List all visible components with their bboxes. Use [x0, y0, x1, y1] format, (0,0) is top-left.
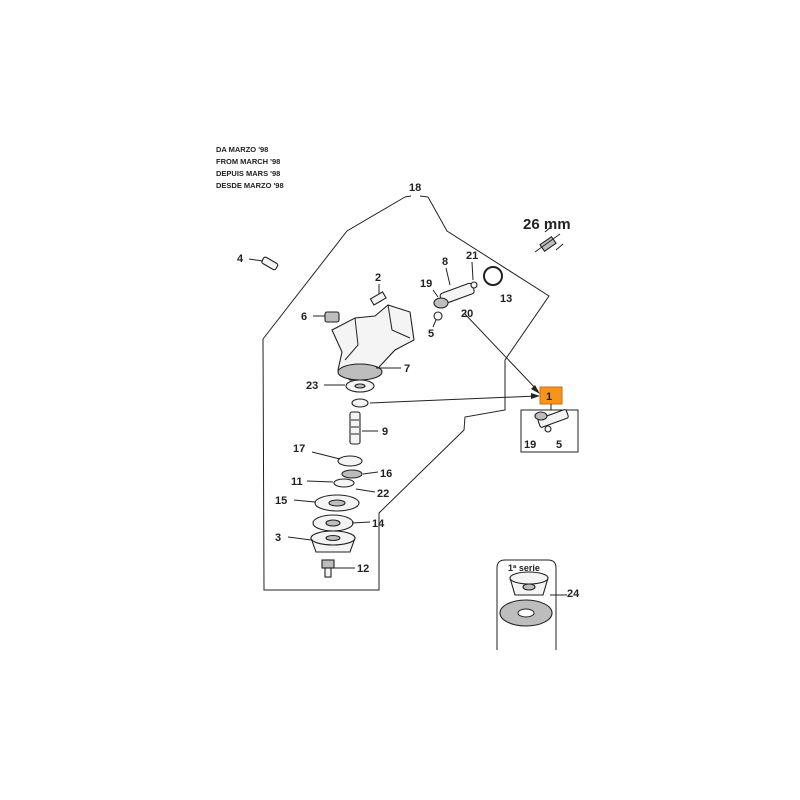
part-15-hub	[328, 499, 346, 507]
leader-17	[311, 451, 341, 460]
part-13-circlip	[483, 266, 503, 286]
label-14: 14	[372, 518, 385, 530]
part-19-gear	[433, 297, 449, 309]
wrench-flats	[544, 225, 564, 251]
leader-11	[306, 480, 334, 483]
label-13: 13	[500, 293, 512, 305]
arrow-to-part1-a	[463, 312, 539, 392]
part-9-output-shaft	[349, 411, 361, 445]
label-7: 7	[404, 363, 410, 375]
label-5b: 5	[556, 439, 562, 451]
date-note-fr: DEPUIS MARS '98	[216, 169, 281, 178]
label-9: 9	[382, 426, 388, 438]
arrowhead-a	[531, 385, 540, 394]
leader-14	[351, 521, 371, 524]
part-3-hub	[325, 534, 341, 542]
housing-edges	[344, 304, 411, 361]
label-18: 18	[409, 182, 421, 194]
assembly-18-outline	[262, 196, 550, 591]
part-21-ring	[470, 281, 478, 289]
inset-shaft	[537, 409, 569, 428]
label-22: 22	[377, 488, 389, 500]
leader-19	[432, 289, 439, 298]
part-16-ring	[341, 469, 363, 479]
part-14-hub	[325, 519, 341, 527]
label-4: 4	[237, 253, 244, 265]
label-21: 21	[466, 250, 478, 262]
label-17: 17	[293, 443, 305, 455]
part-4-screw	[261, 256, 279, 271]
label-3: 3	[275, 532, 281, 544]
label-19b: 19	[524, 439, 536, 451]
date-note-es: DESDE MARZO '98	[216, 181, 284, 190]
part-6-plug	[324, 311, 340, 323]
part-17-bearing	[337, 455, 363, 467]
label-15: 15	[275, 495, 287, 507]
label-24: 24	[567, 588, 580, 600]
label-23: 23	[306, 380, 318, 392]
inset-clip-mask	[490, 650, 570, 670]
label-11: 11	[291, 476, 303, 488]
first-series-label: 1ª serie	[508, 563, 540, 573]
part-24-hub	[522, 583, 536, 591]
label-12: 12	[357, 563, 369, 575]
label-5: 5	[428, 328, 434, 340]
part-12-bolt-head	[321, 559, 335, 569]
leader-5	[432, 319, 437, 328]
leader-21	[471, 261, 474, 281]
part-5-bearing	[433, 311, 443, 321]
part-24-rim	[509, 571, 549, 585]
date-note-it: DA MARZO '98	[216, 145, 269, 154]
first-series-inset-box	[496, 559, 557, 650]
arrow-to-part1-b	[369, 395, 538, 404]
part-25-center	[517, 608, 535, 618]
arrowhead-b	[531, 393, 540, 399]
label-20: 20	[461, 308, 473, 320]
wrench-shaft	[534, 233, 561, 253]
label-19: 19	[420, 278, 432, 290]
leader-4	[248, 258, 264, 262]
date-note-en: FROM MARCH '98	[216, 157, 281, 166]
label-1: 1	[546, 391, 552, 403]
wrench-size-label: 26 mm	[523, 216, 571, 233]
leader-22	[355, 488, 376, 493]
label-6: 6	[301, 311, 307, 323]
inset-gear	[534, 411, 548, 421]
leader-3	[287, 536, 312, 541]
leader-15	[293, 499, 316, 503]
part-23-inner	[354, 383, 366, 389]
inset-bearing	[544, 425, 552, 433]
part-12-bolt-shank	[324, 567, 332, 578]
leader-18-b	[419, 195, 429, 198]
leader-16	[362, 471, 379, 475]
part-11-washer	[333, 478, 355, 488]
label-16: 16	[380, 468, 392, 480]
housing-base	[337, 363, 383, 381]
shaft-splines	[351, 419, 359, 435]
leader-18-a	[404, 195, 412, 198]
washer-part-1	[351, 398, 369, 408]
part-2-screw	[369, 291, 387, 306]
label-8: 8	[442, 256, 448, 268]
label-2: 2	[375, 272, 381, 284]
leader-8	[445, 267, 451, 286]
